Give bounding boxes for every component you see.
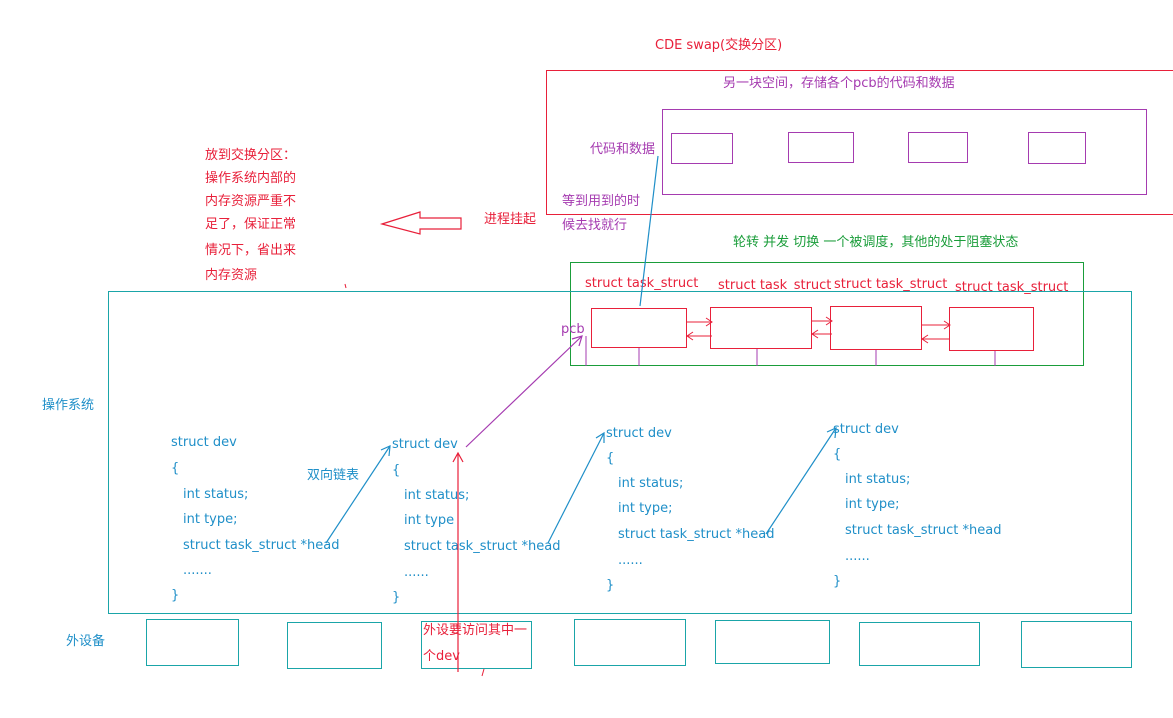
- pcb-to-swap-line: [639, 155, 659, 307]
- doubly-linked-label: 双向链表: [307, 468, 360, 483]
- os-box: [108, 291, 1132, 614]
- swap-storage-box: [662, 109, 1147, 195]
- task-struct-label-1: struct task_struct: [585, 276, 699, 291]
- schedule-note: 轮转 并发 切换 一个被调度，其他的处于阻塞状态: [733, 235, 1019, 250]
- dev-to-pcb-line: [465, 335, 583, 448]
- wait-note-line-1: 等到用到的时: [562, 194, 641, 209]
- peripheral-box-3: [421, 621, 532, 669]
- dev-2-line-6: ......: [404, 565, 429, 580]
- swap-description: 另一块空间，存储各个pcb的代码和数据: [723, 76, 955, 91]
- dev-4-line-2: {: [833, 447, 842, 462]
- swap-area-box: [546, 70, 1173, 215]
- dev-2-line-1: struct dev: [392, 437, 458, 452]
- swap-slot-1: [671, 133, 733, 164]
- peripheral-access-line-1: 外设要访问其中一: [423, 623, 528, 638]
- stray-mark: [344, 283, 347, 289]
- dev-1-line-4: int type;: [183, 512, 238, 527]
- dev-3-line-7: }: [606, 578, 615, 593]
- dev-1-line-2: {: [171, 461, 180, 476]
- swap-slot-4: [1028, 132, 1086, 164]
- dev-3-line-4: int type;: [618, 501, 673, 516]
- put-to-swap-line-5: 情况下，省出来: [205, 243, 297, 258]
- task-struct-node-2: [710, 307, 812, 349]
- dev-3-line-2: {: [606, 451, 615, 466]
- dev-3-line-5: struct task_struct *head: [618, 527, 775, 542]
- peripheral-label: 外设备: [66, 634, 106, 649]
- dev-1-line-3: int status;: [183, 487, 249, 502]
- put-to-swap-line-3: 内存资源严重不: [205, 194, 297, 209]
- dev-4-line-6: ......: [845, 549, 870, 564]
- put-to-swap-line-4: 足了，保证正常: [205, 217, 297, 232]
- peripheral-box-5: [715, 620, 830, 664]
- run-queue-box: [570, 262, 1084, 366]
- dev-1-line-7: }: [171, 588, 180, 603]
- peripheral-box-7: [1021, 621, 1132, 668]
- dev-3-line-6: ......: [618, 553, 643, 568]
- swap-title: CDE swap(交换分区): [655, 38, 783, 53]
- dev-1-line-6: .......: [183, 563, 212, 578]
- dev-4-line-3: int status;: [845, 472, 911, 487]
- dev-2-line-4: int type: [404, 513, 455, 528]
- peripheral-box-6: [859, 622, 980, 666]
- put-to-swap-line-6: 内存资源: [205, 268, 258, 283]
- dev-2-line-2: {: [392, 463, 401, 478]
- dev-4-line-4: int type;: [845, 497, 900, 512]
- dev-list-links: [325, 427, 837, 544]
- pcb-label: pcb: [561, 322, 585, 337]
- task-struct-label-3: struct task_struct: [834, 277, 948, 292]
- task-struct-label-2: struct task_struct: [718, 278, 832, 293]
- dev-1-line-1: struct dev: [171, 435, 237, 450]
- peripheral-box-2: [287, 622, 382, 669]
- task-links: [686, 316, 951, 344]
- put-to-swap-line-1: 放到交换分区：: [205, 148, 297, 163]
- put-to-swap-line-2: 操作系统内部的: [205, 171, 297, 186]
- dev-4-line-5: struct task_struct *head: [845, 523, 1002, 538]
- task-struct-node-3: [830, 306, 922, 350]
- dev-3-line-1: struct dev: [606, 426, 672, 441]
- task-struct-node-4: [949, 307, 1034, 351]
- code-data-label: 代码和数据: [590, 142, 656, 157]
- dev-3-line-3: int status;: [618, 476, 684, 491]
- wait-note-line-2: 候去找就行: [562, 218, 628, 233]
- swap-slot-2: [788, 132, 854, 163]
- dev-1-line-5: struct task_struct *head: [183, 538, 340, 553]
- dev-2-line-3: int status;: [404, 488, 470, 503]
- os-label: 操作系统: [42, 398, 95, 413]
- suspend-label: 进程挂起: [484, 212, 537, 227]
- node-ticks: [638, 348, 996, 366]
- peripheral-box-1: [146, 619, 239, 666]
- dev-4-line-1: struct dev: [833, 422, 899, 437]
- peripheral-box-4: [574, 619, 686, 666]
- dev-4-line-7: }: [833, 574, 842, 589]
- dev-2-line-7: }: [392, 590, 401, 605]
- dev-2-line-5: struct task_struct *head: [404, 539, 561, 554]
- swap-slot-3: [908, 132, 968, 163]
- suspend-arrow: [379, 211, 462, 235]
- task-struct-node-1: [591, 308, 687, 348]
- peripheral-access-line-2: 个dev: [423, 649, 460, 664]
